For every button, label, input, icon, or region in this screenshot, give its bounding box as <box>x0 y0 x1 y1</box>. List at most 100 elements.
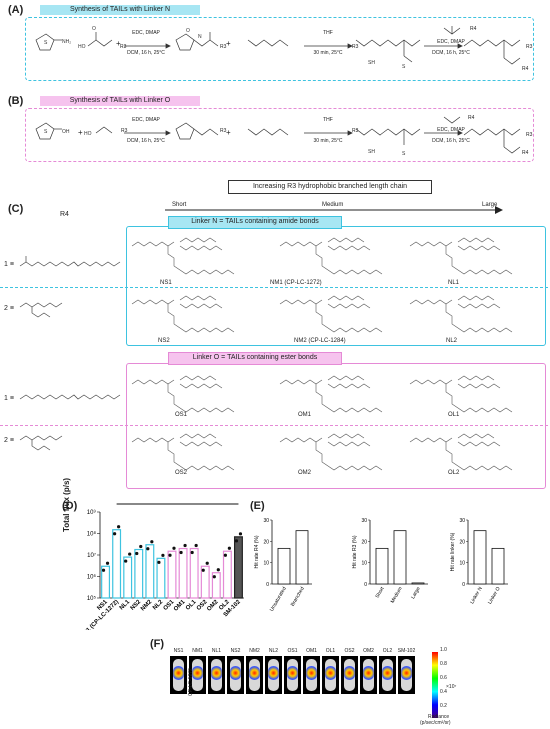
b-step2-bottom: 30 min, 25°C <box>313 138 343 144</box>
a-r3-4: R3 <box>526 44 533 50</box>
mouse-image-ol1 <box>322 656 339 694</box>
d-point <box>161 553 165 557</box>
d-point <box>234 539 239 543</box>
mouse-label: OL2 <box>382 648 393 654</box>
mouse-label: NM2 <box>249 648 260 654</box>
d-point <box>183 543 187 548</box>
d-point <box>238 532 243 536</box>
b-step1-top: EDC, DMAP <box>132 117 160 123</box>
radiance-units: (p/sec/cm²/sr) <box>420 720 451 726</box>
d-point <box>172 546 176 550</box>
mouse-image-nm1 <box>189 656 206 694</box>
e-ytick-label: 20 <box>459 539 465 545</box>
plus-b1: + <box>78 128 83 137</box>
mouse-label: OL1 <box>325 648 336 654</box>
e-ytick-label: 10 <box>263 561 269 567</box>
label-om1: OM1 <box>298 412 312 418</box>
a-r3-1: R3 <box>120 44 127 50</box>
panel-a-box <box>25 17 534 81</box>
mouse-label: NS2 <box>230 648 241 654</box>
d-bar <box>167 550 177 599</box>
a-r4-1: R4 <box>470 26 477 32</box>
d-xtick-label: NM2 <box>140 599 154 613</box>
d-point <box>194 543 198 548</box>
e-ytick-label: 0 <box>462 582 465 588</box>
d-bar <box>222 550 232 599</box>
d-ylabel: Total flux (p/s) <box>62 477 71 532</box>
label-om2: OM2 <box>298 470 312 476</box>
short-label: Short <box>172 202 187 208</box>
panel-c-letter: (C) <box>8 203 24 215</box>
linker-n-divider <box>0 287 548 288</box>
a-step3-bottom: DCM, 16 h, 25°C <box>432 50 470 56</box>
radiance-label: Radiance <box>428 714 450 720</box>
d-point <box>179 550 183 555</box>
e-ytick-label: 10 <box>459 561 465 567</box>
linker-o-divider <box>0 425 548 426</box>
a-r4-2: R4 <box>522 66 529 72</box>
scale-exp: ×10⁷ <box>446 684 457 690</box>
e-bar <box>393 530 407 585</box>
significance-label: ** <box>174 500 182 504</box>
medium-label: Medium <box>322 202 344 208</box>
svg-text:S: S <box>402 64 406 70</box>
e-ylabel: Hit rate linker (%) <box>450 532 456 571</box>
mouse-label: OS2 <box>344 648 355 654</box>
e-ytick-label: 10 <box>361 561 367 567</box>
b-step1-bottom: DCM, 16 h, 25°C <box>127 138 165 144</box>
e-bar <box>295 530 309 585</box>
d-ytick-label: 10⁶ <box>87 574 97 581</box>
e-ytick-label: 0 <box>364 582 367 588</box>
mouse-label: NL2 <box>268 648 279 654</box>
mouse-image-nm2 <box>246 656 263 694</box>
label-ol1: OL1 <box>448 412 460 418</box>
d-point <box>139 544 143 549</box>
d-xtick-label: OM2 <box>206 599 220 613</box>
mouse-image-ns1 <box>170 656 187 694</box>
bioluminescence-signal <box>192 666 203 680</box>
linker-n-banner: Linker N = TAILs containing amide bonds <box>168 216 342 229</box>
d-xtick-label: NL2 <box>152 599 165 612</box>
b-step3-bottom: DCM, 16 h, 25°C <box>432 138 470 144</box>
svg-text:NH₂: NH₂ <box>62 39 71 45</box>
svg-text:N: N <box>198 34 202 40</box>
d-point <box>216 568 220 572</box>
tail-structures <box>131 237 513 471</box>
scale-06: 0.6 <box>440 675 447 681</box>
b-r4-1: R4 <box>468 115 475 121</box>
scale-02: 0.2 <box>440 703 447 709</box>
e-xtick-label: Unsaturated <box>269 586 288 613</box>
bioluminescence-signal <box>249 666 260 680</box>
r4-unsaturated-structure <box>19 256 121 267</box>
svg-text:HO: HO <box>78 44 86 50</box>
label-nm1: NM1 (CP-LC-1272) <box>270 280 322 286</box>
bioluminescence-signal <box>382 666 393 680</box>
d-bar <box>145 544 155 599</box>
svg-text:O: O <box>92 26 96 32</box>
r4-branched-structure-o <box>19 435 63 451</box>
d-point <box>128 552 132 556</box>
large-label: Large <box>482 202 498 208</box>
e-ytick-label: 20 <box>263 539 269 545</box>
svg-text:SH: SH <box>368 60 375 66</box>
mouse-label: NL1 <box>211 648 222 654</box>
e-ylabel: Hit rate R3 (%) <box>352 535 358 568</box>
row1-label-n: 1 ≡ <box>4 261 14 268</box>
d-xtick-label: OM1 <box>173 599 187 613</box>
d-bar <box>112 529 122 599</box>
d-point <box>190 550 194 555</box>
mouse-label: OM2 <box>363 648 374 654</box>
bioluminescence-signal <box>211 666 222 680</box>
bioluminescence-signal <box>230 666 241 680</box>
d-point <box>150 540 154 544</box>
d-point <box>227 546 231 550</box>
e-ytick-label: 20 <box>361 539 367 545</box>
mouse-image-os1 <box>284 656 301 694</box>
b-step2-top: THF <box>323 117 333 123</box>
d-point <box>117 525 121 529</box>
e-xtick-label: Short <box>375 585 386 599</box>
panel-b-box <box>25 108 534 162</box>
